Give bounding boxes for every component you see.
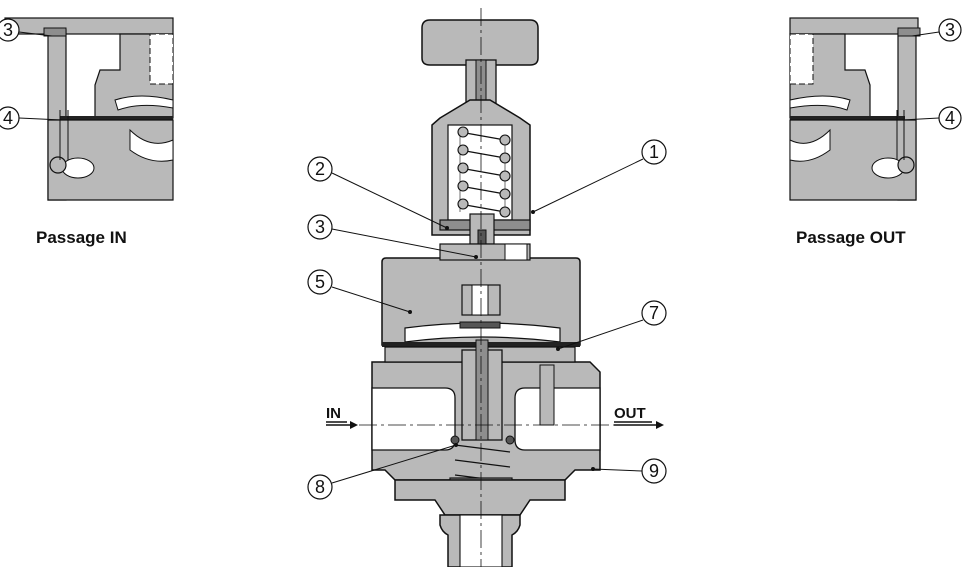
callout-7: 7 — [556, 300, 667, 351]
callout-label: 2 — [315, 159, 325, 179]
detail-left-callout-4: 4 — [0, 106, 63, 130]
callout-label: 1 — [649, 142, 659, 162]
callout-3: 3 — [307, 214, 478, 259]
detail-left-callout-3: 3 — [0, 18, 53, 42]
callout-label: 3 — [3, 20, 13, 40]
callout-label: 3 — [945, 20, 955, 40]
callout-5: 5 — [307, 269, 412, 314]
outlet-port — [514, 387, 601, 451]
detail-right-callout-4: 4 — [901, 106, 962, 130]
main-cross-section — [330, 8, 645, 568]
caption-passage-in: Passage IN — [36, 228, 127, 247]
flow-in-arrow-icon — [350, 421, 358, 429]
detail-right-callout-3: 3 — [911, 18, 962, 42]
callout-label: 8 — [315, 477, 325, 497]
callout-label: 7 — [649, 303, 659, 323]
callout-8: 8 — [307, 443, 458, 500]
bottom-cap — [394, 479, 566, 516]
flow-out-arrow-icon — [656, 421, 664, 429]
callout-9: 9 — [591, 458, 667, 484]
callout-label: 4 — [3, 108, 13, 128]
callout-label: 9 — [649, 461, 659, 481]
callout-label: 5 — [315, 272, 325, 292]
callout-1: 1 — [531, 139, 667, 214]
flow-out-text: OUT — [614, 405, 646, 422]
adjusting-knob — [421, 19, 539, 66]
inlet-port — [371, 387, 456, 451]
callout-label: 3 — [315, 217, 325, 237]
flow-out-label: OUT — [614, 405, 664, 429]
detail-passage-out — [789, 17, 921, 201]
flow-in-label: IN — [326, 405, 358, 429]
detail-passage-in — [4, 17, 174, 201]
flow-in-text: IN — [326, 405, 341, 422]
callout-label: 4 — [945, 108, 955, 128]
callout-2: 2 — [307, 156, 449, 230]
caption-passage-out: Passage OUT — [796, 228, 906, 247]
